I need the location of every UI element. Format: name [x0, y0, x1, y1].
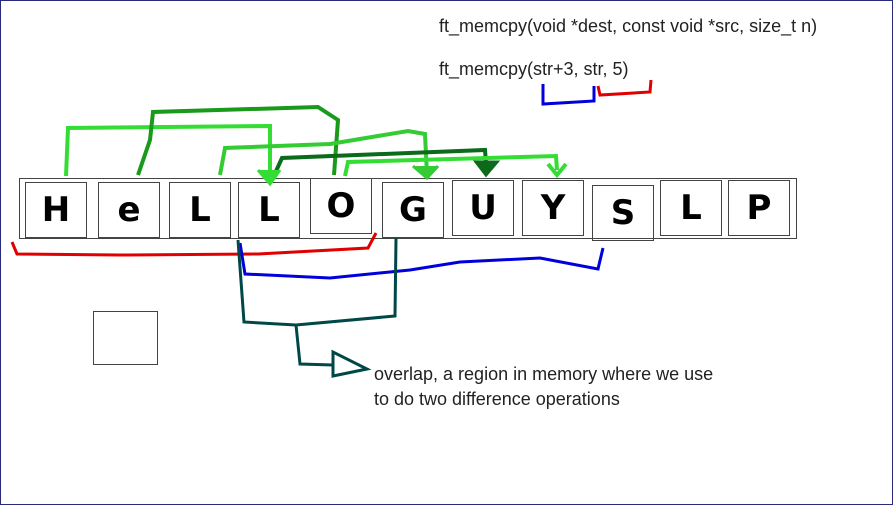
arrowhead-4: [472, 160, 501, 178]
src-span: [10, 232, 378, 257]
memory-cell-8: S: [592, 185, 654, 241]
copy-arrow-3: [218, 128, 429, 176]
memory-cell-1: e: [98, 182, 160, 238]
note-line-1: overlap, a region in memory where we use: [374, 364, 714, 384]
empty-box: [93, 311, 158, 365]
copy-arrow-4: [270, 147, 488, 181]
memory-cell-2: L: [169, 182, 231, 238]
function-call: ft_memcpy(str+3, str, 5): [439, 59, 629, 79]
copy-arrow-1: [64, 123, 272, 182]
memory-cell-4: O: [310, 178, 372, 234]
memory-cell-10: P: [728, 180, 790, 236]
copy-arrow-2: [136, 104, 341, 176]
function-signature: ft_memcpy(void *dest, const void *src, s…: [439, 16, 818, 36]
memory-cell-5: G: [382, 182, 444, 238]
memory-cell-0: H: [25, 182, 87, 238]
arrowhead-5: [546, 162, 568, 179]
dest-span: [238, 242, 605, 280]
memory-cell-9: L: [660, 180, 722, 236]
dest-bracket: [541, 84, 596, 106]
overlap-note: overlap, a region in memory where we use…: [374, 362, 713, 412]
copy-arrow-5: [343, 153, 559, 177]
memory-array: [19, 178, 797, 239]
arrowhead-1: [256, 169, 282, 187]
memory-cell-7: Y: [522, 180, 584, 236]
overlap-arrowhead: [331, 349, 372, 378]
arrowhead-3: [412, 164, 440, 181]
note-line-2: to do two difference operations: [374, 389, 620, 409]
src-bracket: [596, 79, 653, 97]
overlap-arrow: [294, 324, 334, 367]
memory-cell-6: U: [452, 180, 514, 236]
